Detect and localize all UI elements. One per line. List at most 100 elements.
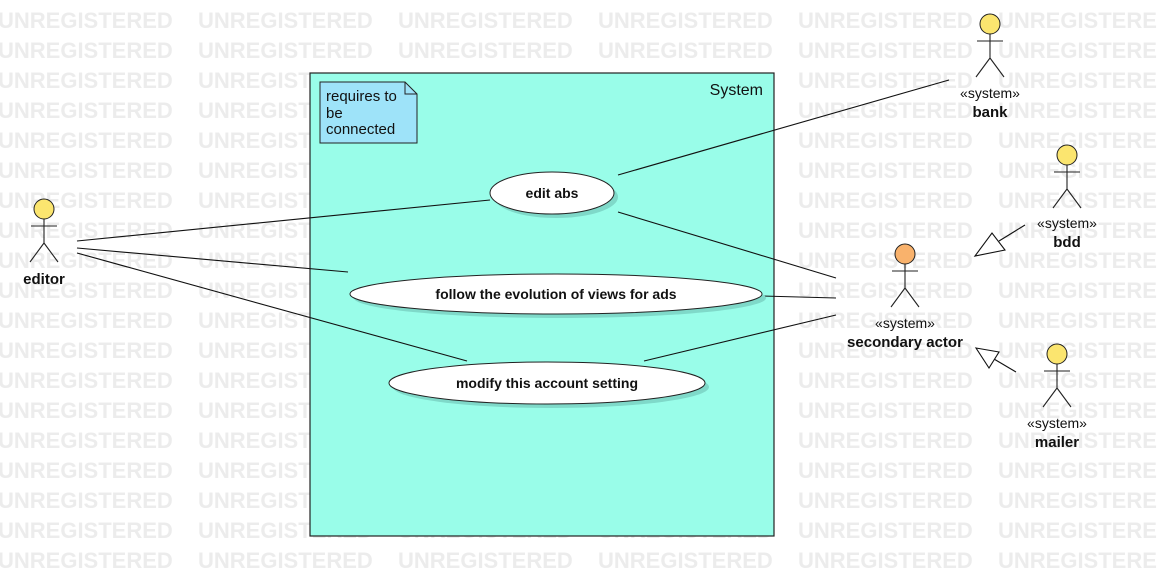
watermark-text: UNREGISTERED [598, 38, 773, 63]
watermark-text: UNREGISTERED [998, 278, 1157, 303]
watermark-text: UNREGISTERED [798, 428, 973, 453]
assoc-modify-secondary[interactable] [643, 314, 837, 362]
actor-head-icon [1056, 144, 1078, 166]
watermark-text: UNREGISTERED [798, 308, 973, 333]
watermark-text: UNREGISTERED [798, 248, 973, 273]
watermark-text: UNREGISTERED [798, 518, 973, 543]
watermark-text: UNREGISTERED [198, 38, 373, 63]
watermark-text: UNREGISTERED [998, 428, 1157, 453]
actor-body-icon [29, 219, 59, 263]
watermark-text: UNREGISTERED [198, 8, 373, 33]
watermark-text: UNREGISTERED [0, 428, 173, 453]
watermark-text: UNREGISTERED [998, 38, 1157, 63]
watermark-text: UNREGISTERED [0, 368, 173, 393]
watermark-text: UNREGISTERED [798, 368, 973, 393]
actor-body-icon [975, 34, 1005, 78]
generalization-mailer[interactable] [974, 347, 1017, 373]
watermark-text: UNREGISTERED [998, 188, 1157, 213]
actor-head-icon [33, 198, 55, 220]
watermark-text: UNREGISTERED [0, 158, 173, 183]
watermark-text: UNREGISTERED [998, 398, 1157, 423]
actor-head-icon [894, 243, 916, 265]
use-case-label: follow the evolution of views for ads [435, 286, 676, 302]
watermark-text: UNREGISTERED [998, 488, 1157, 513]
watermark-text: UNREGISTERED [398, 38, 573, 63]
watermark-text: UNREGISTERED [0, 68, 173, 93]
actor-body-icon [1052, 165, 1082, 209]
actor-bank[interactable]: «system» bank [960, 13, 1020, 121]
use-case-label: edit abs [526, 185, 579, 201]
watermark-text: UNREGISTERED [798, 398, 973, 423]
watermark-text: UNREGISTERED [0, 398, 173, 423]
watermark-text: UNREGISTERED [998, 548, 1157, 573]
actor-head-icon [1046, 343, 1068, 365]
watermark-text: UNREGISTERED [798, 338, 973, 363]
watermark-text: UNREGISTERED [198, 548, 373, 573]
watermark-text: UNREGISTERED [998, 518, 1157, 543]
actor-name: editor [23, 271, 65, 288]
actor-mailer[interactable]: «system» mailer [1027, 343, 1087, 451]
generalization-bdd[interactable] [973, 224, 1026, 257]
actor-stereotype: «system» [875, 315, 935, 331]
watermark-text: UNREGISTERED [798, 158, 973, 183]
watermark-text: UNREGISTERED [798, 8, 973, 33]
assoc-edit-abs-secondary[interactable] [617, 211, 837, 279]
watermark-text: UNREGISTERED [998, 68, 1157, 93]
watermark-text: UNREGISTERED [998, 158, 1157, 183]
assoc-editor-follow-evolution[interactable] [76, 247, 349, 273]
actor-stereotype: «system» [1027, 415, 1087, 431]
watermark-text: UNREGISTERED [0, 98, 173, 123]
actor-name: bdd [1053, 234, 1081, 251]
actor-stereotype: «system» [960, 85, 1020, 101]
watermark-text: UNREGISTERED [598, 548, 773, 573]
watermark-text: UNREGISTERED [998, 128, 1157, 153]
actor-name: mailer [1035, 434, 1079, 451]
assoc-editor-modify-account[interactable] [76, 252, 468, 362]
watermark-text: UNREGISTERED [998, 218, 1157, 243]
associations [76, 79, 950, 362]
watermark-text: UNREGISTERED [998, 248, 1157, 273]
watermark-text: UNREGISTERED [998, 8, 1157, 33]
watermark-text: UNREGISTERED [798, 128, 973, 153]
watermark-text: UNREGISTERED [0, 338, 173, 363]
watermark-text: UNREGISTERED [398, 8, 573, 33]
watermark-text: UNREGISTERED [798, 278, 973, 303]
watermark-text: UNREGISTERED [398, 548, 573, 573]
use-case-modify-account[interactable]: modify this account setting [388, 361, 709, 408]
actor-stereotype: «system» [1037, 215, 1097, 231]
watermark-text: UNREGISTERED [0, 128, 173, 153]
actor-secondary[interactable]: «system» secondary actor [847, 243, 963, 351]
assoc-follow-secondary[interactable] [761, 295, 837, 299]
watermark-text: UNREGISTERED [0, 278, 173, 303]
system-title: System [710, 82, 763, 99]
note-line-1: requires to [326, 88, 397, 105]
actor-bdd[interactable]: «system» bdd [1037, 144, 1097, 251]
actor-body-icon [1042, 364, 1072, 408]
watermark-text: UNREGISTERED [798, 488, 973, 513]
actor-editor[interactable]: editor [23, 198, 65, 288]
watermark-text: UNREGISTERED [998, 338, 1157, 363]
watermark-text: UNREGISTERED [0, 38, 173, 63]
watermark-text: UNREGISTERED [798, 68, 973, 93]
actor-name: secondary actor [847, 334, 963, 351]
assoc-editor-edit-abs[interactable] [76, 199, 491, 242]
watermark-text: UNREGISTERED [0, 458, 173, 483]
note[interactable]: requires to be connected [319, 81, 418, 144]
watermark-text: UNREGISTERED [798, 548, 973, 573]
watermark-text: UNREGISTERED [0, 518, 173, 543]
watermark-text: UNREGISTERED [598, 8, 773, 33]
watermark-text: UNREGISTERED [0, 548, 173, 573]
watermark-text: UNREGISTERED [0, 308, 173, 333]
actor-name: bank [972, 104, 1008, 121]
watermark-text: UNREGISTERED [798, 38, 973, 63]
use-case-label: modify this account setting [456, 375, 638, 391]
watermark-text: UNREGISTERED [998, 308, 1157, 333]
use-case-follow-evolution[interactable]: follow the evolution of views for ads [349, 273, 766, 318]
actor-head-icon [979, 13, 1001, 35]
watermark-text: UNREGISTERED [0, 188, 173, 213]
use-case-edit-abs[interactable]: edit abs [489, 171, 618, 218]
assoc-edit-abs-bank[interactable] [617, 79, 950, 176]
watermark-text: UNREGISTERED [798, 188, 973, 213]
watermark-text: UNREGISTERED [798, 458, 973, 483]
